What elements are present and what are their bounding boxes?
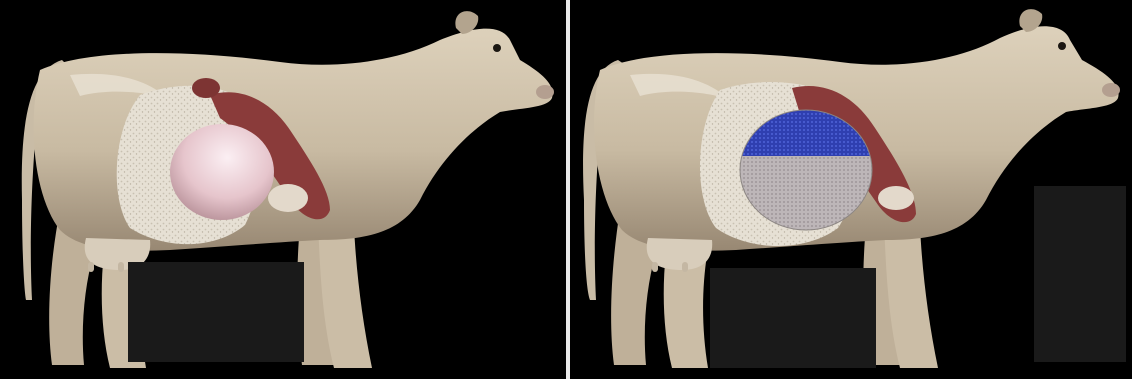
left-cow-illustration [0,0,566,379]
dark-block [128,262,304,362]
omasum [268,184,308,212]
eye [1058,42,1066,50]
dark-block [710,268,876,368]
teat [682,262,688,272]
muzzle [536,85,554,99]
dark-block-right [1034,186,1126,362]
muzzle [1102,83,1120,97]
pink-stomach [170,124,274,220]
right-cow-illustration [570,0,1132,379]
right-cow-panel [570,0,1132,379]
teat [118,262,124,272]
teat [88,262,94,272]
small-red-organ [192,78,220,98]
omasum [878,186,914,210]
teat [652,262,658,272]
left-cow-panel [0,0,566,379]
eye [493,44,501,52]
